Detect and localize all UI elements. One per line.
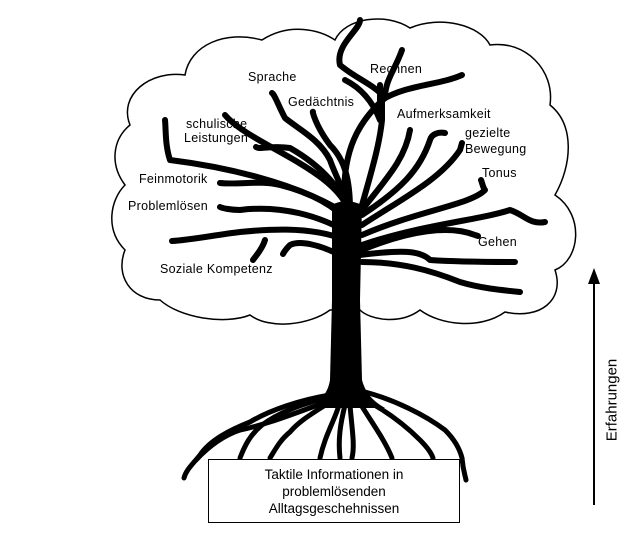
- tree-trunk: [310, 201, 385, 408]
- label-feinmotorik: Feinmotorik: [139, 172, 208, 186]
- root-box-line: Taktile Informationen in: [264, 466, 404, 482]
- crown-outline: [111, 18, 577, 325]
- label-gezielte: gezielte: [465, 126, 511, 140]
- label-leistungen: Leistungen: [184, 131, 248, 145]
- label-bewegung: Bewegung: [465, 142, 526, 156]
- label-soziale-kompetenz: Soziale Kompetenz: [160, 262, 273, 276]
- label-sprache: Sprache: [248, 70, 297, 84]
- label-gehen: Gehen: [478, 235, 517, 249]
- label-tonus: Tonus: [482, 166, 517, 180]
- root-box-line: Alltagsgeschehnissen: [268, 500, 400, 516]
- label-problemloesen: Problemlösen: [128, 199, 208, 213]
- arrow-head-icon: [588, 268, 600, 284]
- branches: [162, 17, 548, 295]
- label-gedaechtnis: Gedächtnis: [288, 95, 354, 109]
- root-box-line: problemlösenden: [282, 483, 386, 499]
- label-aufmerksamkeit: Aufmerksamkeit: [397, 107, 491, 121]
- root-info-box: Taktile Informationen in problemlösenden…: [208, 459, 460, 523]
- label-schulische: schulische: [186, 117, 247, 131]
- label-rechnen: Rechnen: [370, 62, 422, 76]
- roots: [181, 389, 469, 483]
- axis-label-erfahrungen: Erfahrungen: [603, 358, 621, 442]
